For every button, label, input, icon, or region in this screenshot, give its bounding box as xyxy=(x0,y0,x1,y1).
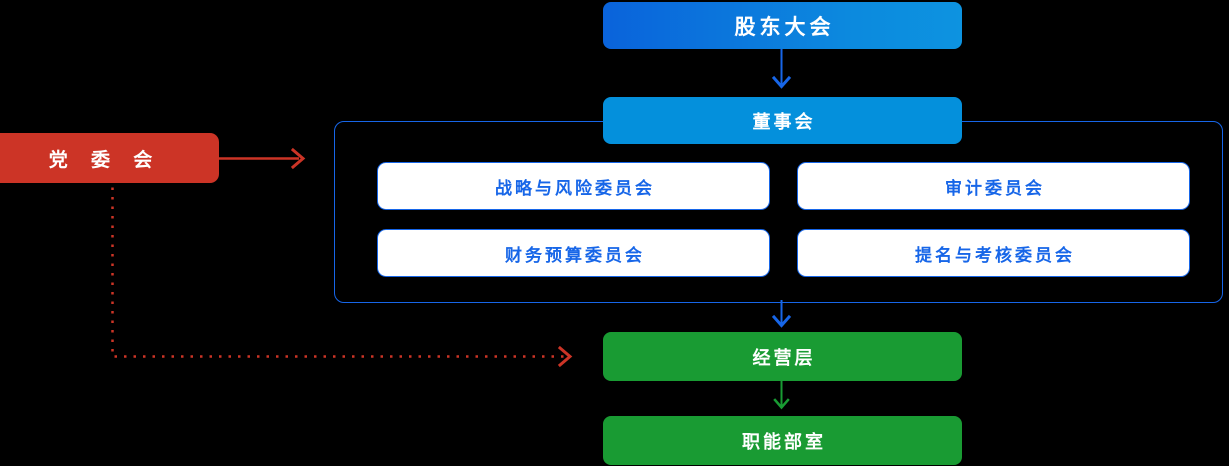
committee-card-finance-budget[interactable]: 财务预算委员会 xyxy=(377,229,770,277)
node-shareholders-meeting[interactable]: 股东大会 xyxy=(603,2,962,49)
committee-card-nomination-evaluation[interactable]: 提名与考核委员会 xyxy=(797,229,1190,277)
node-board-of-directors[interactable]: 董事会 xyxy=(603,97,962,144)
connector-board-group-to-management xyxy=(761,300,801,334)
connector-shareholders-to-board xyxy=(761,49,801,99)
node-management-layer[interactable]: 经营层 xyxy=(603,332,962,381)
committee-card-strategy-risk[interactable]: 战略与风险委员会 xyxy=(377,162,770,210)
connector-party-to-board-group xyxy=(217,140,312,178)
connector-party-to-management xyxy=(100,178,590,373)
node-party-committee[interactable]: 党 委 会 xyxy=(0,133,219,183)
committee-card-audit[interactable]: 审计委员会 xyxy=(797,162,1190,210)
connector-management-to-departments xyxy=(761,381,801,417)
node-functional-departments[interactable]: 职能部室 xyxy=(603,416,962,465)
